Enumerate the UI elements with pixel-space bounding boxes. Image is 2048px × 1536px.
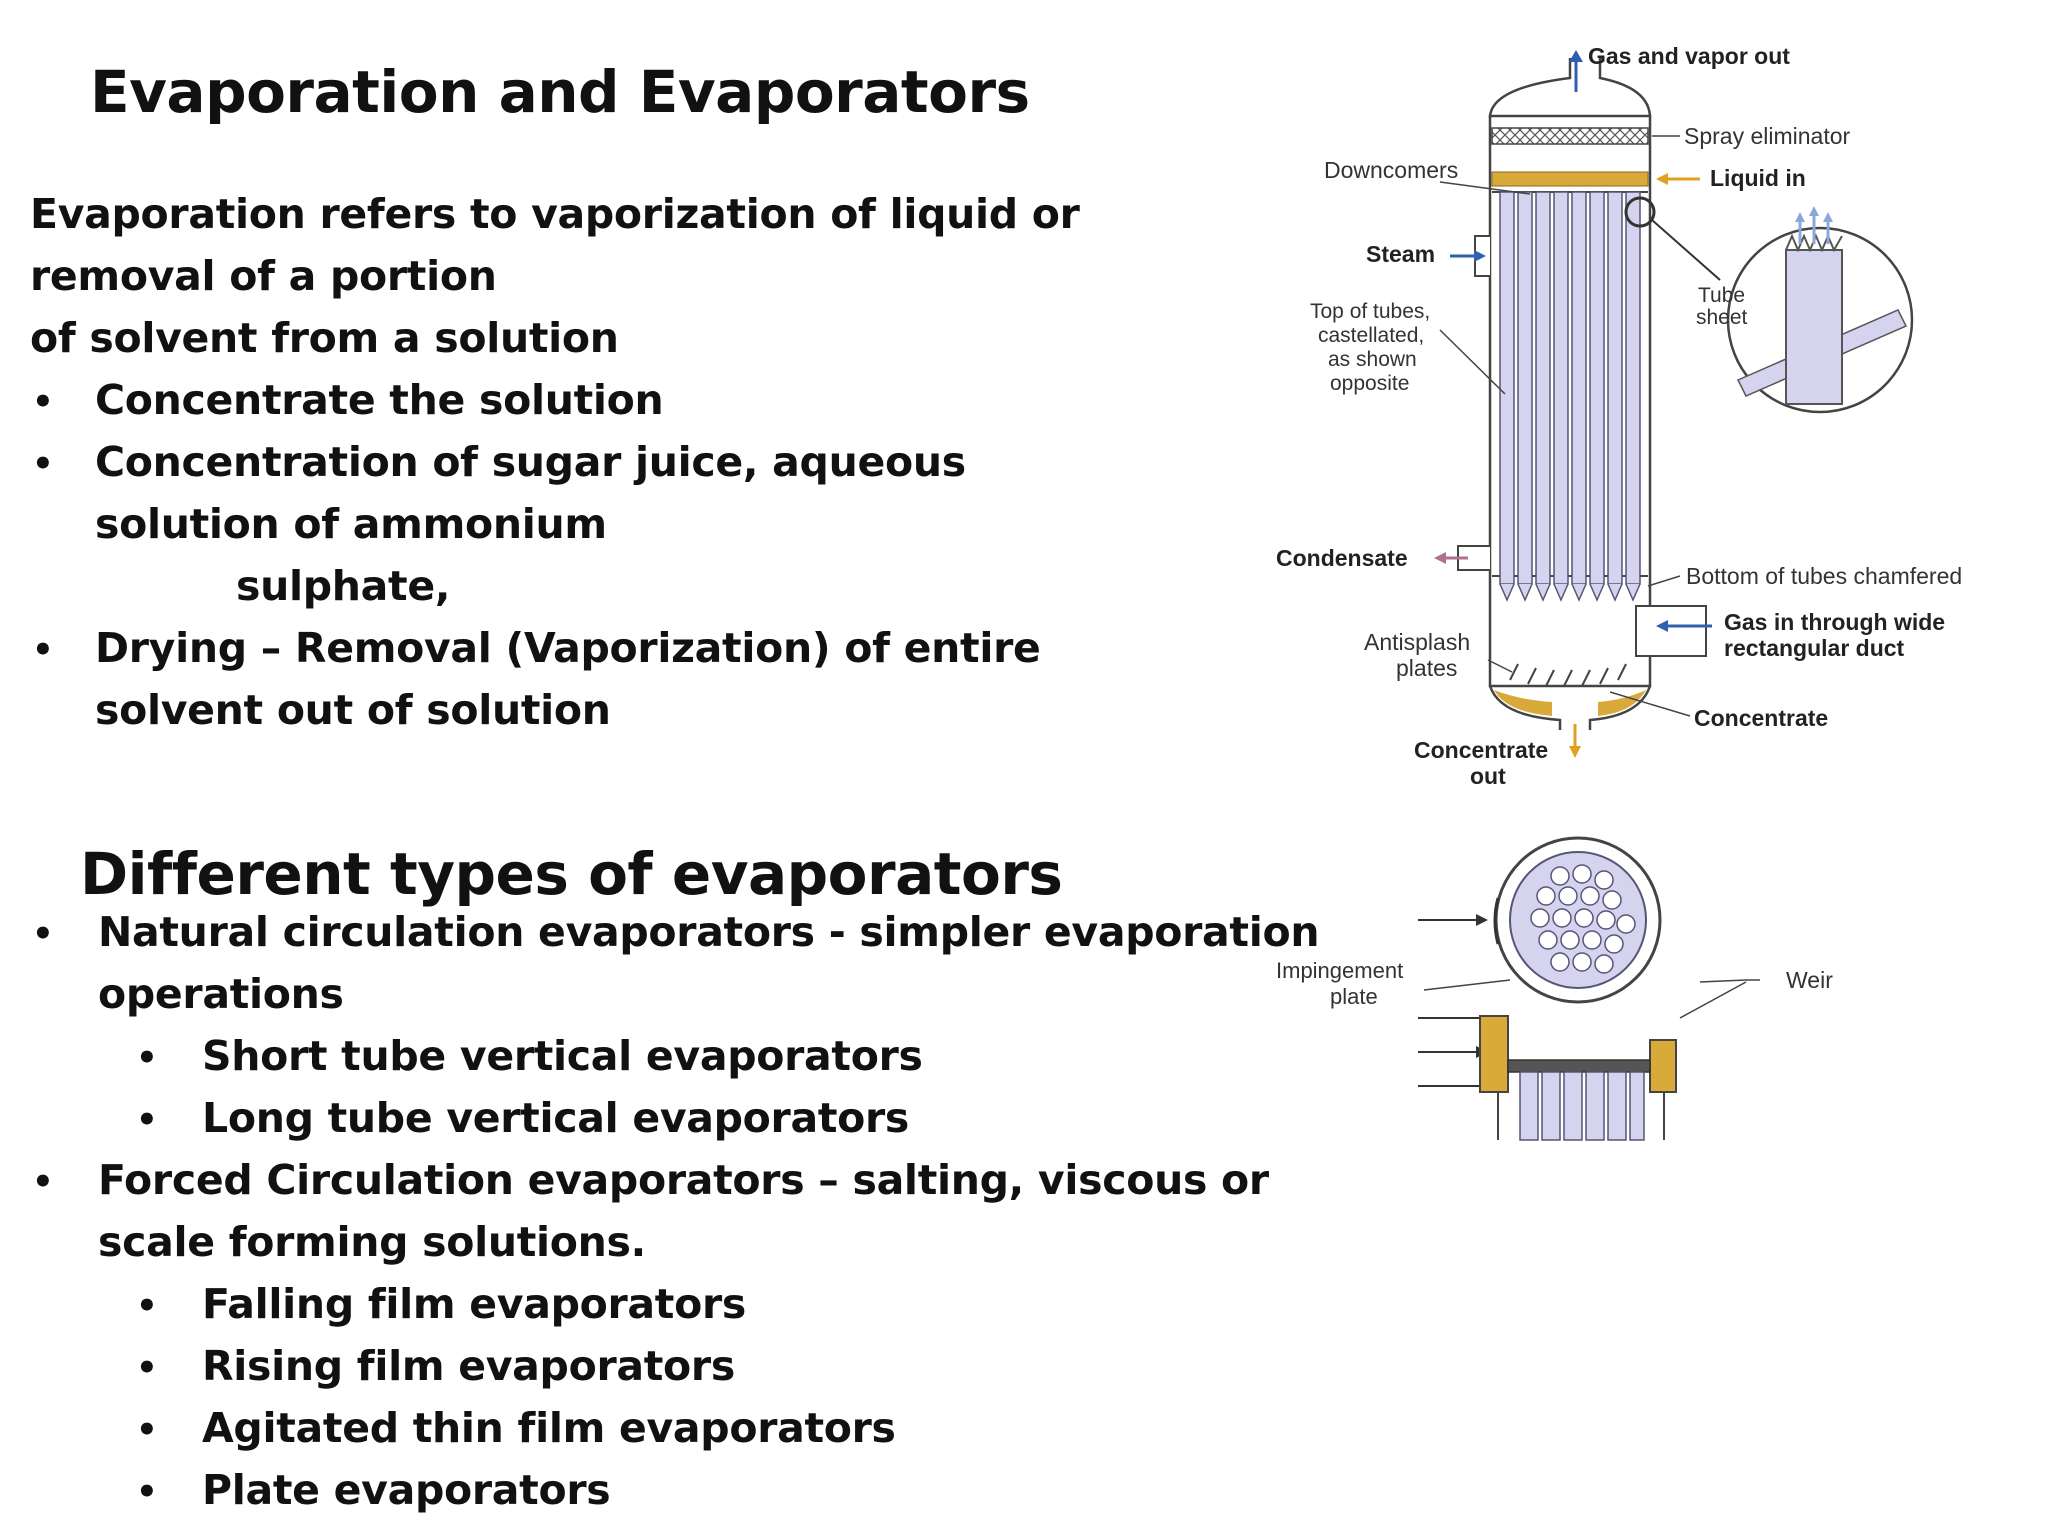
bullet-dot: • — [136, 1410, 158, 1450]
label-concentrate-out-2: out — [1470, 763, 1506, 789]
sub-short-tube: Short tube vertical evaporators — [202, 1032, 923, 1080]
bullet-drying-line-1: Drying – Removal (Vaporization) of entir… — [95, 624, 1041, 672]
detail-tube — [1785, 249, 1843, 405]
lower-shell — [1497, 1092, 1665, 1140]
label-steam: Steam — [1366, 241, 1435, 267]
cross-section-tubes — [1530, 864, 1636, 974]
bullet-dot: • — [136, 1038, 158, 1078]
gas-inlet-duct — [1635, 605, 1707, 657]
label-impingement-2: plate — [1330, 984, 1378, 1009]
detail-vapor-arrows — [1798, 212, 1830, 244]
weir-basin-right — [1649, 1039, 1677, 1093]
type-forced-line-1: Forced Circulation evaporators – salting… — [98, 1156, 1269, 1204]
sub-falling-film: Falling film evaporators — [202, 1280, 746, 1328]
bullet-dot: • — [136, 1348, 158, 1388]
label-downcomers: Downcomers — [1324, 157, 1458, 183]
intro-line-3: of solvent from a solution — [30, 314, 619, 362]
bullet-drying-line-2: solvent out of solution — [95, 686, 611, 734]
label-impingement-1: Impingement — [1276, 958, 1403, 983]
top-dome — [1488, 58, 1652, 119]
antisplash-plates — [1509, 663, 1627, 687]
intro-line-1: Evaporation refers to vaporization of li… — [30, 190, 1080, 238]
type-natural-line-1: Natural circulation evaporators - simple… — [98, 908, 1320, 956]
bullet-sugar-line-1: Concentration of sugar juice, aqueous — [95, 438, 966, 486]
weir-basin-left — [1479, 1015, 1509, 1093]
lower-tubes — [1519, 1071, 1645, 1141]
concentrate-pool-left — [1494, 690, 1552, 716]
label-sheet: sheet — [1696, 306, 1748, 329]
bullet-dot: • — [32, 382, 54, 422]
label-top-tubes-1: Top of tubes, — [1310, 300, 1430, 323]
bullet-concentrate: Concentrate the solution — [95, 376, 664, 424]
evaporator-shell — [1488, 114, 1652, 688]
label-spray-eliminator: Spray eliminator — [1684, 123, 1851, 149]
label-gas-in-1: Gas in through wide — [1724, 609, 1945, 635]
bullet-sugar-line-2: solution of ammonium — [95, 500, 607, 548]
label-liquid-in: Liquid in — [1710, 165, 1806, 191]
sub-rising-film: Rising film evaporators — [202, 1342, 735, 1390]
type-forced-line-2: scale forming solutions. — [98, 1218, 646, 1266]
slide-title: Evaporation and Evaporators — [90, 58, 1030, 126]
label-top-tubes-2: castellated, — [1318, 324, 1424, 347]
detail-marker — [1624, 196, 1656, 228]
tube-bundle — [1499, 191, 1641, 602]
bullet-dot: • — [136, 1472, 158, 1512]
liquid-tray — [1491, 171, 1649, 187]
types-title: Different types of evaporators — [80, 840, 1063, 908]
bottom-cone — [1488, 685, 1652, 730]
label-gas-in-2: rectangular duct — [1724, 635, 1905, 661]
label-bottom-tubes: Bottom of tubes chamfered — [1686, 563, 1962, 589]
bullet-dot: • — [32, 630, 54, 670]
bullet-dot: • — [32, 914, 54, 954]
sub-long-tube: Long tube vertical evaporators — [202, 1094, 910, 1142]
sub-agitated-thin-film: Agitated thin film evaporators — [202, 1404, 896, 1452]
label-antisplash-1: Antisplash — [1364, 629, 1470, 655]
intro-line-2: removal of a portion — [30, 252, 497, 300]
bullet-dot: • — [32, 444, 54, 484]
label-gas-vapor-out: Gas and vapor out — [1588, 43, 1790, 69]
bullet-dot: • — [136, 1286, 158, 1326]
label-condensate: Condensate — [1276, 545, 1408, 571]
label-concentrate: Concentrate — [1694, 705, 1828, 731]
label-top-tubes-3: as shown — [1328, 348, 1417, 371]
bullet-sugar-line-3: sulphate, — [236, 562, 451, 610]
label-antisplash-2: plates — [1396, 655, 1457, 681]
bullet-dot: • — [32, 1162, 54, 1202]
impingement-plate — [1493, 897, 1500, 945]
label-top-tubes-4: opposite — [1330, 372, 1409, 395]
label-weir: Weir — [1786, 967, 1833, 993]
label-tube: Tube — [1698, 284, 1745, 307]
bullet-dot: • — [136, 1100, 158, 1140]
tube-sheet-lower — [1507, 1059, 1651, 1073]
type-natural-line-2: operations — [98, 970, 344, 1018]
label-concentrate-out-1: Concentrate — [1414, 737, 1548, 763]
spray-eliminator — [1491, 127, 1649, 145]
sub-plate: Plate evaporators — [202, 1466, 611, 1514]
concentrate-pool-right — [1598, 690, 1646, 716]
